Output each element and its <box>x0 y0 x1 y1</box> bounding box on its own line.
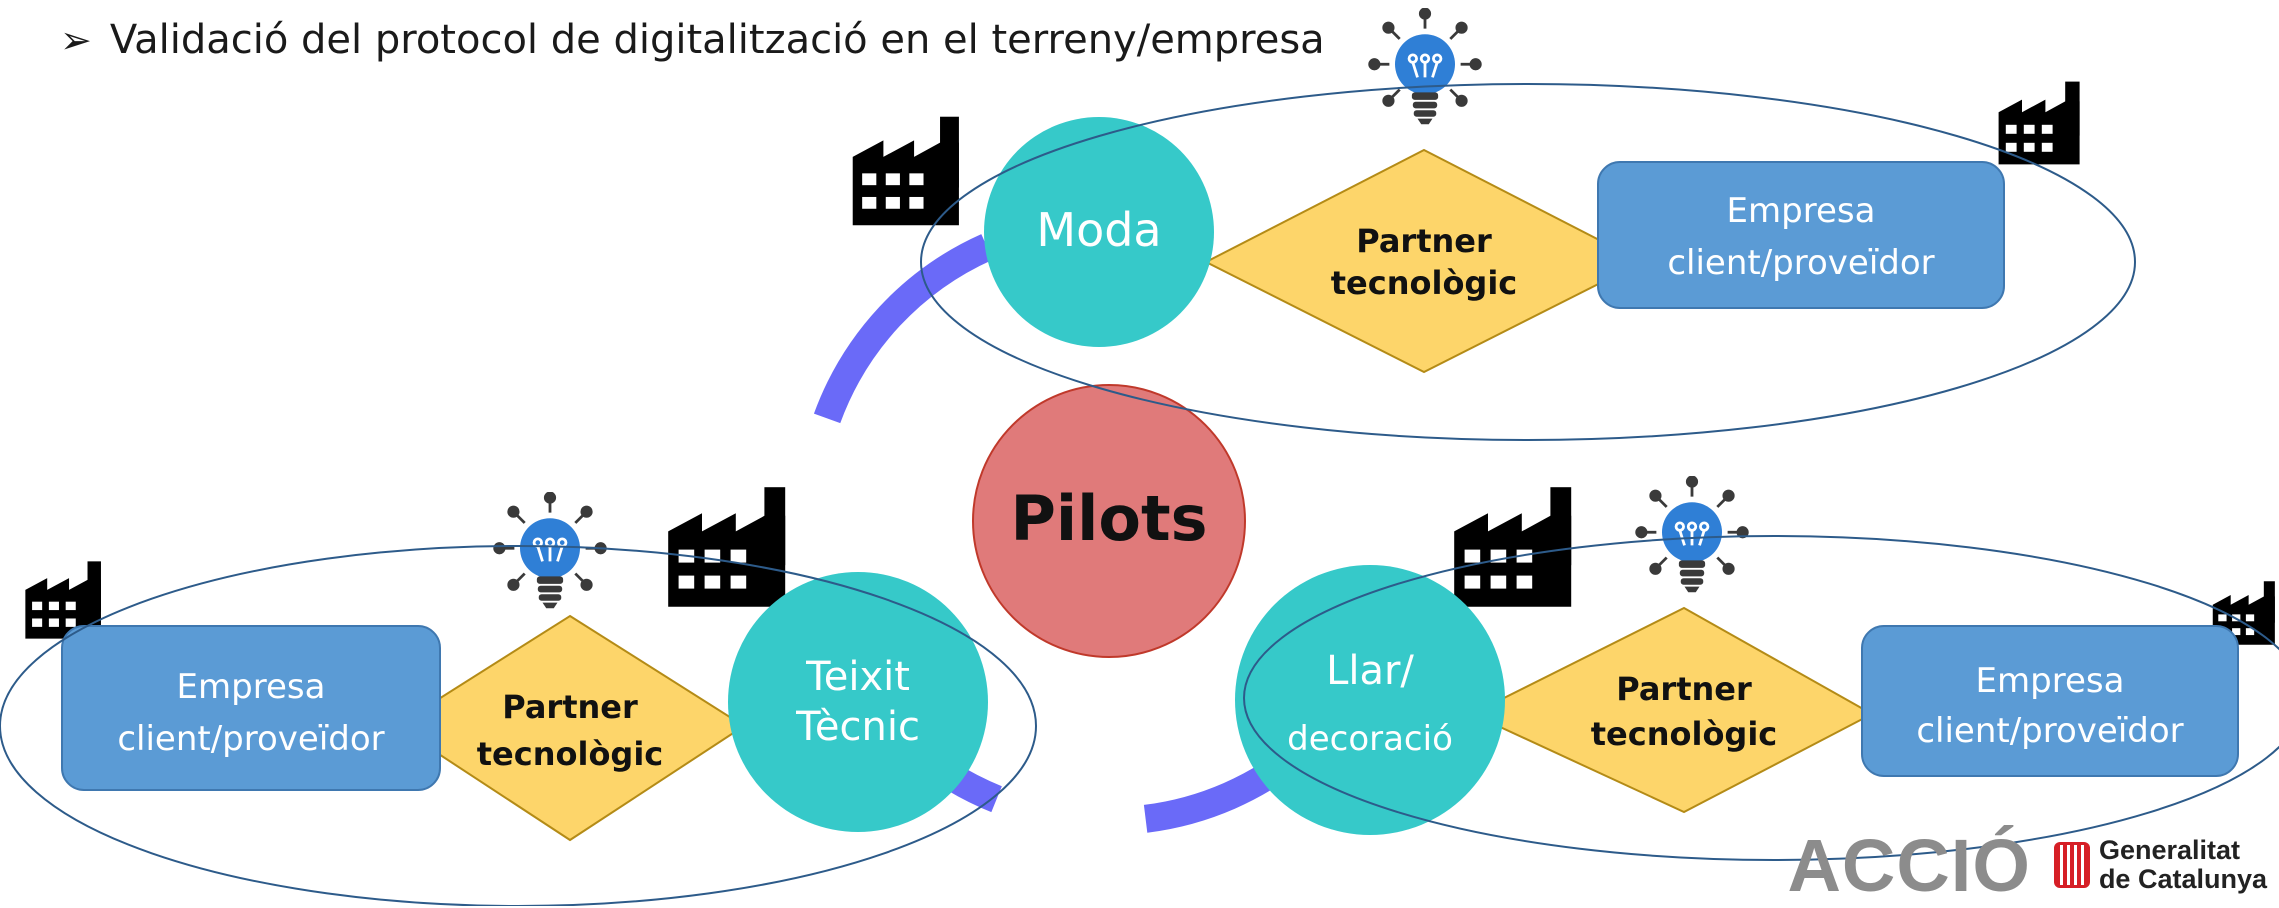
node-llar-label: decoració <box>1287 719 1453 759</box>
factory-icon <box>1454 487 1572 607</box>
factory-icon <box>1998 81 2080 165</box>
node-llar-decoracio <box>1235 565 1505 835</box>
lightbulb-icon <box>493 492 607 610</box>
generalitat-logo: Generalitat de Catalunya <box>2053 836 2267 894</box>
company-label: client/proveïdor <box>117 719 384 759</box>
bullet-text: Validació del protocol de digitalització… <box>109 17 1325 63</box>
bullet-arrow-icon: ➢ <box>60 18 92 62</box>
partner-diamond <box>1469 606 1875 814</box>
factory-icon <box>852 116 959 226</box>
partner-label: tecnològic <box>477 735 664 773</box>
partner-label: Partner <box>1616 670 1752 708</box>
node-teixit-tecnic <box>728 572 988 832</box>
company-box <box>1597 161 2005 309</box>
node-llar-label: Llar/ <box>1326 648 1414 694</box>
partner-diamond <box>1203 148 1645 374</box>
group-ellipse-teixit <box>0 545 1037 906</box>
company-box <box>61 625 441 791</box>
generalitat-line1: Generalitat <box>2098 835 2240 865</box>
node-teixit-label: Tècnic <box>795 704 920 750</box>
company-label: Empresa <box>1976 661 2125 701</box>
factory-icon <box>668 487 786 607</box>
company-label: client/proveïdor <box>1667 243 1934 283</box>
pilots-label: Pilots <box>1010 482 1207 555</box>
lightbulb-icon <box>1368 8 1482 126</box>
group-ellipse-llar <box>1243 535 2279 861</box>
node-moda <box>984 117 1214 347</box>
partner-label: tecnològic <box>1331 264 1518 302</box>
bullet-item: ➢ Validació del protocol de digitalitzac… <box>60 10 1325 70</box>
ring-arc <box>813 234 993 424</box>
node-moda-label: Moda <box>1036 203 1161 257</box>
accio-logo: ACCIÓ <box>1787 823 2031 907</box>
company-label: Empresa <box>177 667 326 707</box>
partner-label: Partner <box>1356 222 1492 260</box>
company-box <box>1861 625 2239 777</box>
pilots-circle <box>972 384 1246 658</box>
group-ellipse-moda <box>920 83 2136 441</box>
partner-label: tecnològic <box>1591 715 1778 753</box>
partner-diamond <box>394 614 746 842</box>
catalan-flag-icon <box>2053 842 2090 888</box>
generalitat-line2: de Catalunya <box>2098 864 2267 894</box>
company-label: Empresa <box>1727 191 1876 231</box>
footer-logos: ACCIÓ Generalitat de Catalunya <box>1787 824 2267 907</box>
partner-label: Partner <box>502 688 638 726</box>
company-label: client/proveïdor <box>1916 711 2183 751</box>
lightbulb-icon <box>1635 476 1749 594</box>
node-teixit-label: Teixit <box>805 654 910 700</box>
